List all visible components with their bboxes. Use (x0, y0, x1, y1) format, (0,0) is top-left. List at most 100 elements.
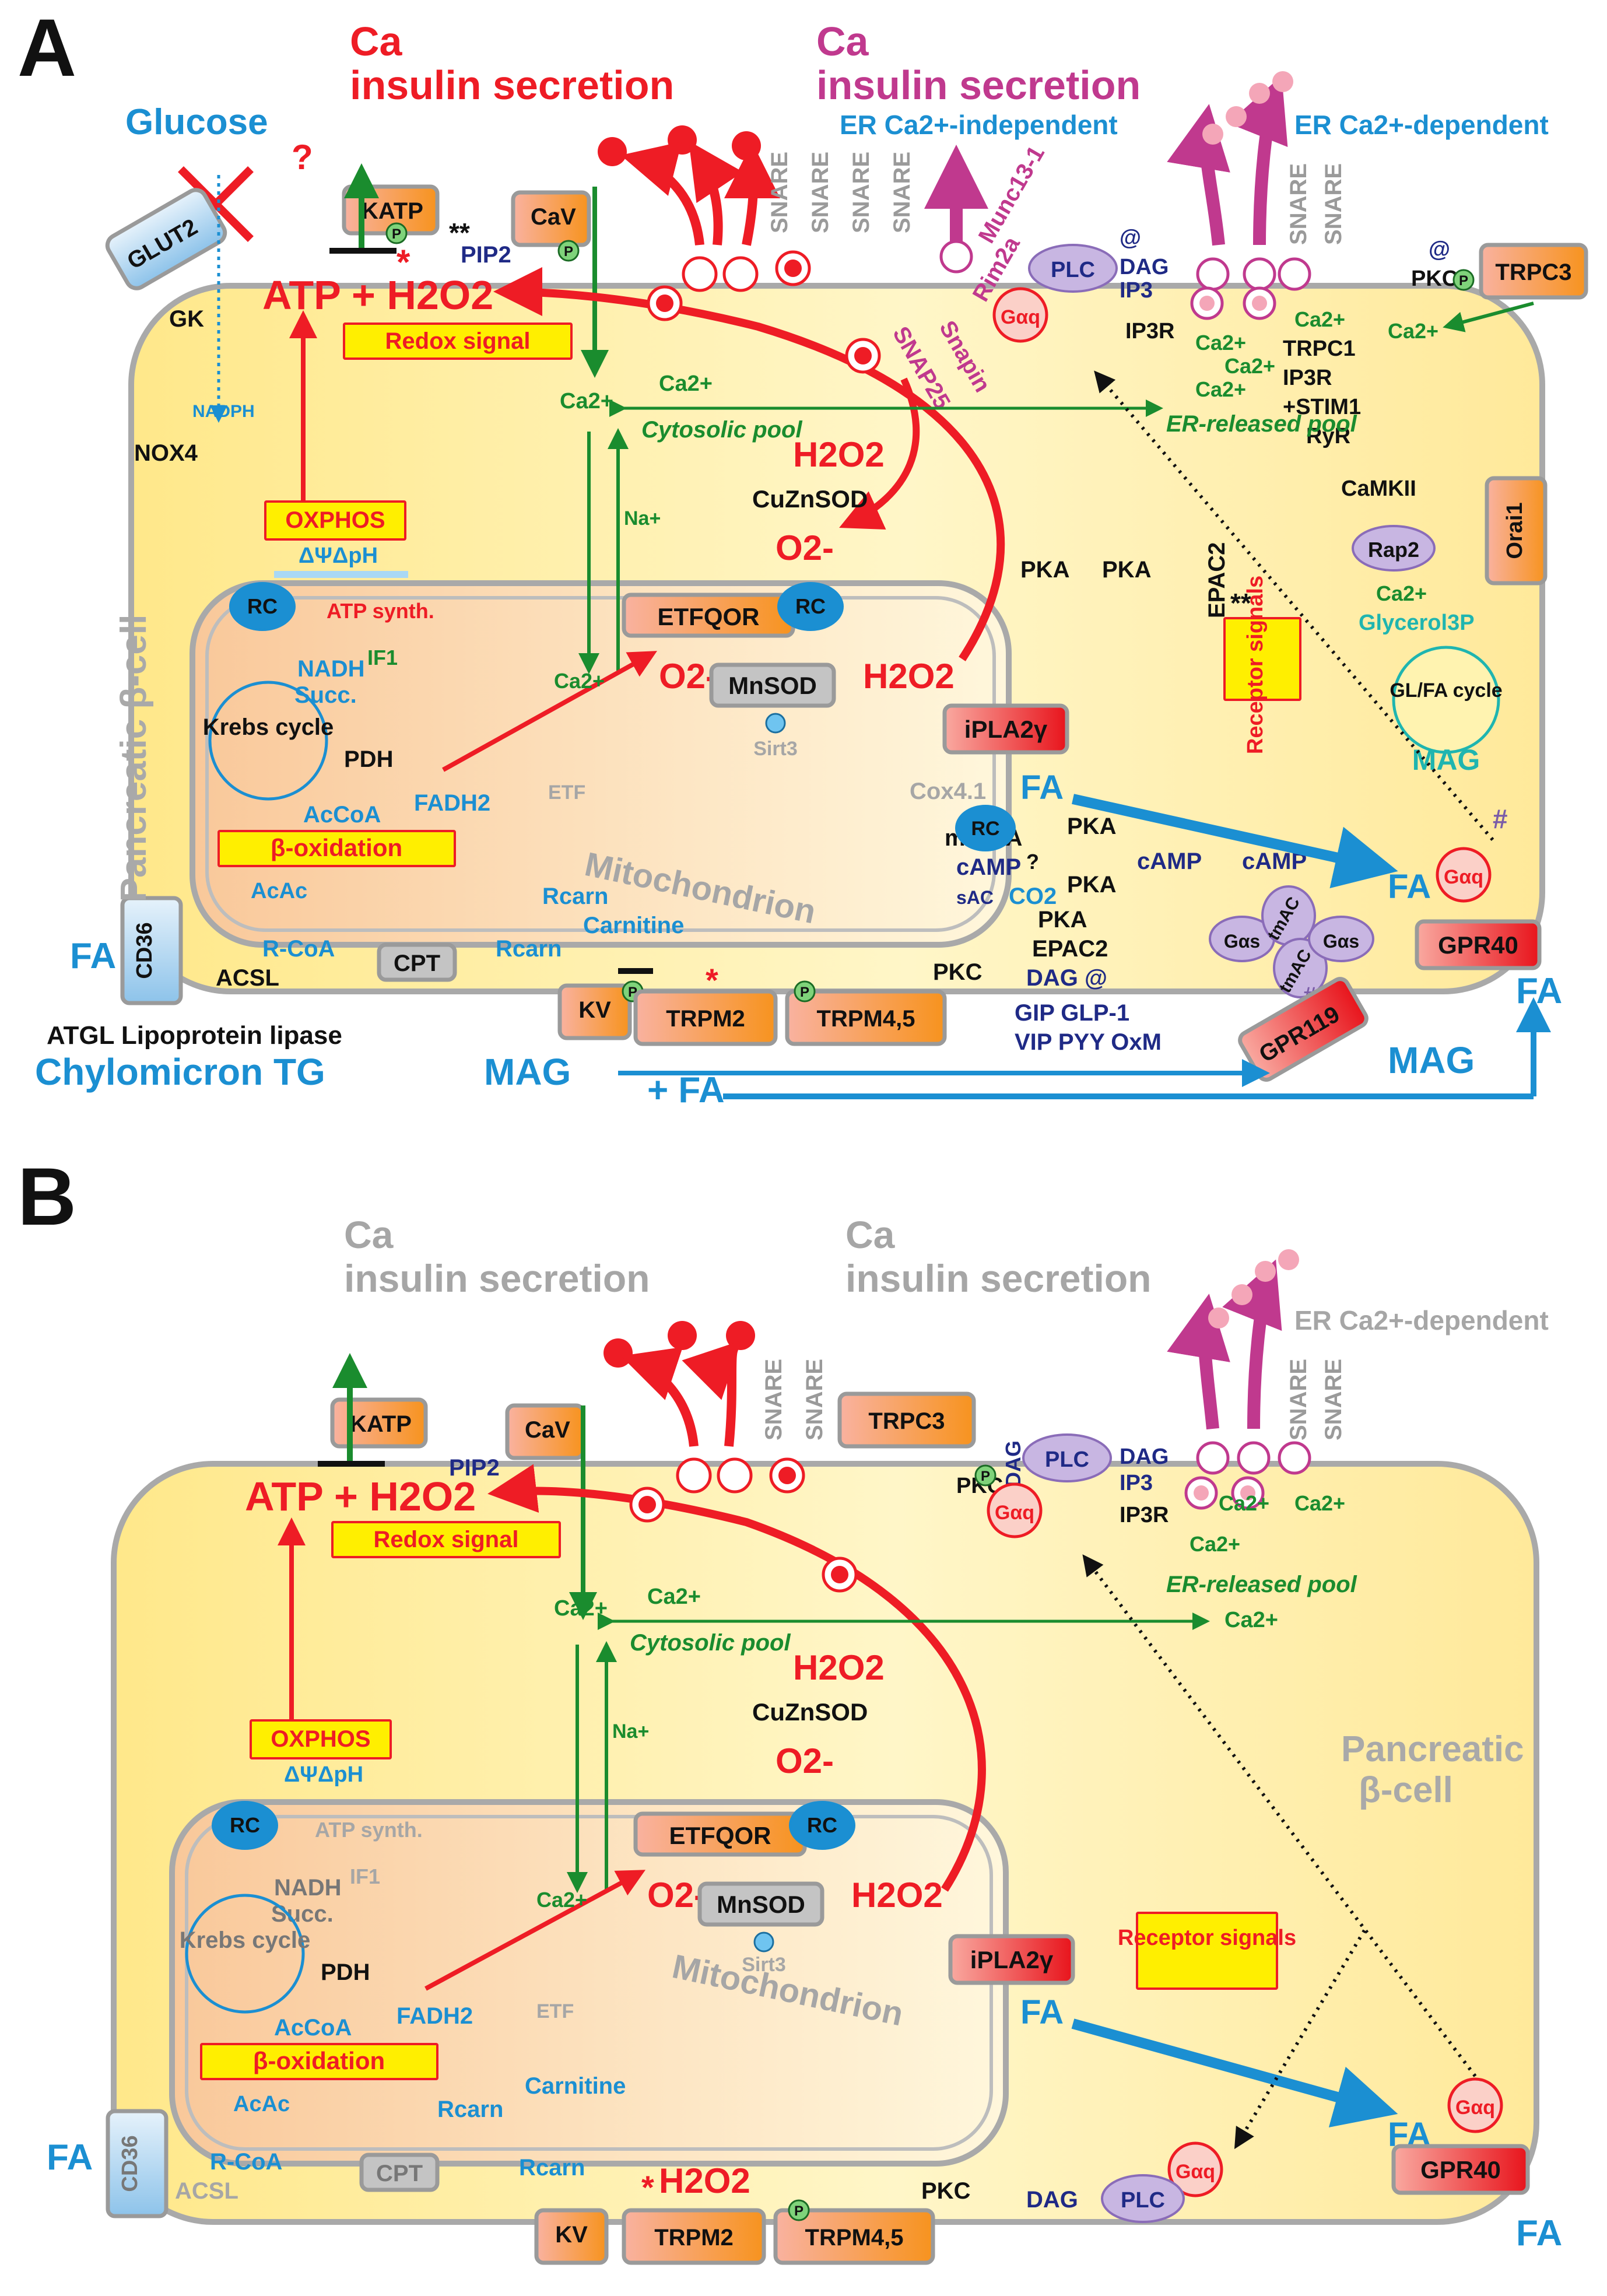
er-independent-label: ER Ca2+-independent (840, 110, 1118, 140)
gaq-label-b-low: Gαq (1176, 2161, 1215, 2183)
rc-icon-left (229, 582, 296, 631)
cell-label-a: Pancreatic β-cell (114, 615, 154, 902)
heading-left-b: Ca (344, 1213, 394, 1256)
etfqor-label: ETFQOR (658, 603, 760, 630)
kv-label-b: KV (555, 2222, 588, 2248)
katp-phospho (385, 222, 408, 244)
ca-label-mito: Ca2+ (554, 669, 605, 693)
na-label-b: Na+ (612, 1720, 649, 1743)
exocytosis-arrow (689, 141, 743, 246)
snare-1: SNARE (767, 152, 792, 233)
pkc-label-low: PKC (933, 959, 982, 985)
fa-label-b-entry: FA (47, 2137, 93, 2178)
krebs-label: Krebs cycle (203, 714, 334, 740)
atp-synth-label: ATP synth. (327, 599, 434, 623)
cd36-transporter-b (106, 2109, 169, 2218)
oxphos-box-b (250, 1719, 392, 1759)
rcoa-label: R-CoA (262, 936, 335, 962)
carnitine-label: Carnitine (583, 913, 684, 938)
rap2-label: Rap2 (1368, 538, 1419, 562)
rc-label: RC (795, 594, 826, 618)
phospho-letter: P (981, 1468, 990, 1484)
trpm2-label-b: TRPM2 (654, 2225, 734, 2251)
gk-label: GK (169, 306, 204, 332)
kv-channel (557, 983, 632, 1040)
oxphos-label-b: OXPHOS (271, 1726, 370, 1752)
cpt-enzyme (377, 942, 457, 982)
ca-label-cyt2: Ca2+ (659, 371, 713, 396)
etf-label-b: ETF (536, 2000, 574, 2022)
pkc-phospho-b (974, 1464, 997, 1487)
rc-icon-b (789, 1801, 855, 1850)
incretins-line1: GIP GLP-1 (1015, 1000, 1129, 1026)
dag-label-b-low: DAG (1026, 2187, 1078, 2213)
ca-label-b-mito: Ca2+ (536, 1888, 587, 1912)
ca-label-er4: Ca2+ (1224, 354, 1275, 378)
insulin-core-icon (656, 295, 673, 312)
plc-icon (1028, 244, 1118, 293)
snare-b1: SNARE (761, 1359, 787, 1440)
ip3r-label: IP3R (1125, 319, 1174, 343)
acsl-label-b: ACSL (175, 2178, 238, 2204)
krebs-label-b: Krebs cycle (180, 1927, 311, 1953)
o2-label-cyt: O2- (776, 528, 834, 567)
beta-ox-label: β-oxidation (271, 834, 402, 861)
panel-letter-b: B (17, 1151, 76, 1242)
released-insulin-icon (1202, 124, 1223, 145)
insulin-core-icon (1194, 1485, 1209, 1501)
cav-phospho (557, 240, 580, 262)
h2o2-label-mito: H2O2 (863, 657, 955, 696)
rcarn-label-b-cyt: Rcarn (519, 2155, 585, 2181)
incretins-line2: VIP PYY OxM (1015, 1029, 1162, 1055)
er-pool-label: ER-released pool (1166, 411, 1357, 437)
rc-icon-b-left (212, 1801, 278, 1850)
gaq-icon-b (987, 1482, 1043, 1538)
glut2-transporter (105, 188, 227, 290)
sac-label: sAC (956, 887, 994, 908)
katp-star-mark: ** (449, 218, 470, 248)
fa-label-b-right: FA (1516, 2213, 1562, 2253)
released-insulin-icon-b (1231, 1284, 1252, 1305)
gas-label: Gαs (1224, 931, 1260, 952)
ip3-label: IP3 (1120, 278, 1153, 303)
ryr-label: RyR (1306, 424, 1350, 448)
insulin-granule-icon (1243, 257, 1276, 291)
mnsod-enzyme (709, 662, 836, 708)
redox-signal-box-b (331, 1521, 561, 1558)
plc-label-b: PLC (1045, 1447, 1089, 1472)
insulin-core-icon (778, 1467, 796, 1484)
h2o2-star: * (397, 243, 410, 282)
plc-icon-b-low (1101, 2174, 1185, 2223)
cell-label-b-1: Pancreatic (1341, 1729, 1524, 1769)
heading-right-b: Ca (845, 1213, 896, 1256)
cell-label-b-2: β-cell (1359, 1770, 1453, 1810)
redox-signal-box (343, 323, 573, 360)
pkc-phospho (1452, 269, 1475, 291)
heading-left: Ca (350, 19, 403, 64)
ca-label-cyt: Ca2+ (560, 389, 613, 413)
h2o2-label-b-cyt: H2O2 (793, 1648, 885, 1687)
stim1-label: +STIM1 (1283, 395, 1361, 419)
sirt3-plus-icon-b (753, 1932, 774, 1953)
fadh2-label-b: FADH2 (397, 2003, 473, 2029)
dpsi-label-b: ΔΨΔpH (284, 1762, 363, 1787)
pdh-label-b: PDH (321, 1960, 370, 1985)
glucose-label: Glucose (125, 102, 268, 142)
mag-label-right: MAG (1388, 1039, 1475, 1081)
ca-label-er1: Ca2+ (1294, 307, 1345, 331)
katp-channel-b (330, 1397, 428, 1449)
heading-right-line2: insulin secretion (816, 62, 1141, 108)
ca-label-er3: Ca2+ (1195, 377, 1246, 401)
krebs-cycle-icon-b (185, 1894, 305, 2014)
trpm45-phospho (794, 980, 816, 1002)
o2-label-b-cyt: O2- (776, 1741, 834, 1780)
pka-label-5: PKA (1038, 907, 1087, 933)
katp-label: KATP (362, 198, 423, 224)
nadh-label: NADH (297, 656, 365, 682)
ca-label-trpc3: Ca2+ (1388, 319, 1438, 343)
redox-label: Redox signal (385, 328, 531, 354)
insulin-granule-icon (676, 1457, 712, 1494)
released-insulin-icon (1272, 71, 1293, 92)
insulin-granule-icon (1237, 1441, 1271, 1475)
at-marker: @ (1120, 226, 1141, 250)
